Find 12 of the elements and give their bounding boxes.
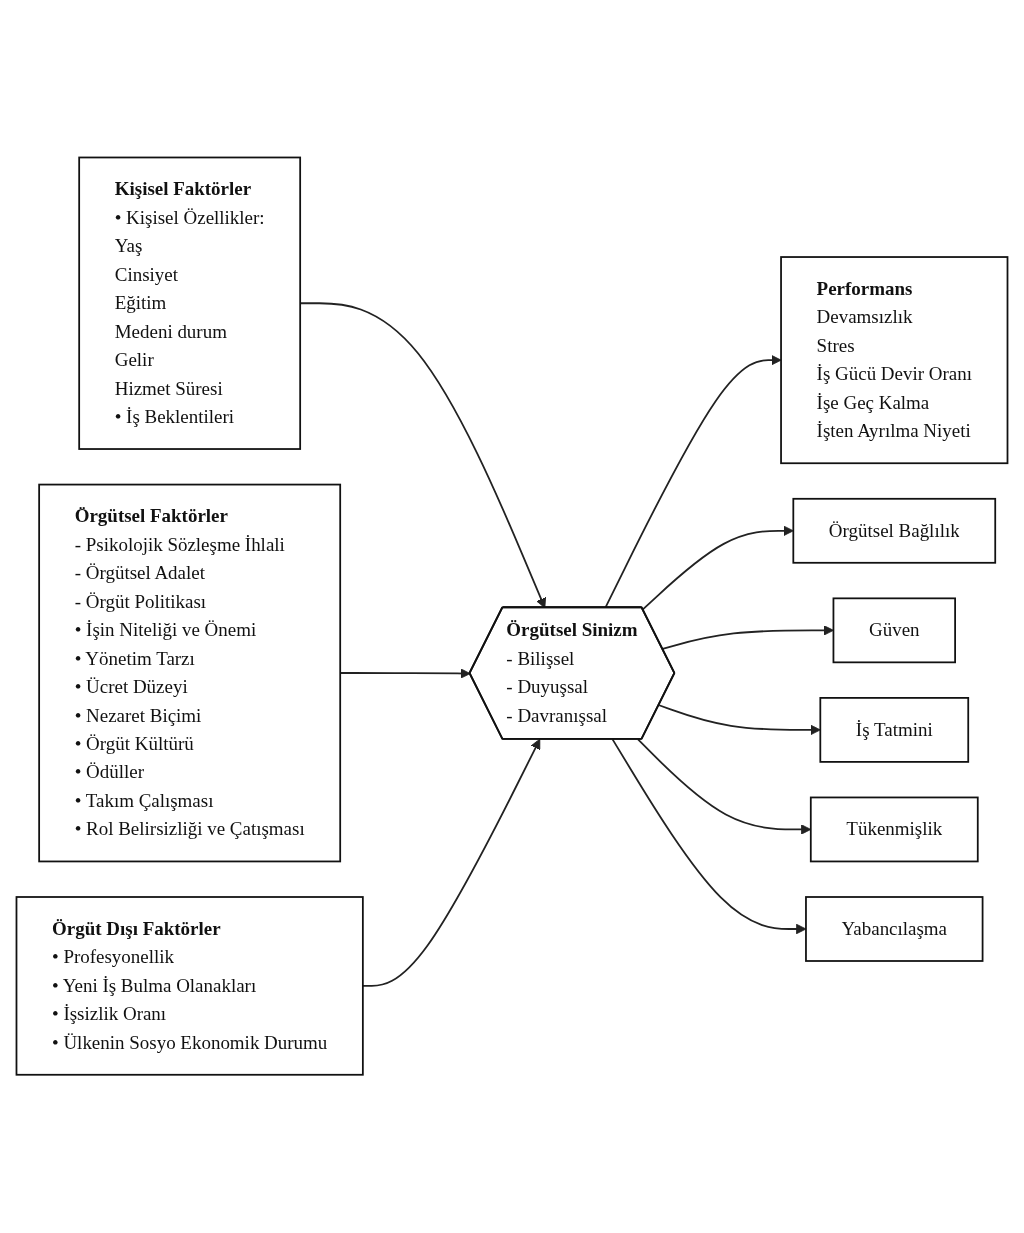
node-box: Performans Devamsızlık Stres İş Gücü Devir Oranı İşe Geç Kalma İşten Ayrılma Niyeti	[780, 256, 1009, 465]
node-box: İş Tatmini	[819, 697, 970, 764]
arrow	[642, 525, 794, 611]
node-box: Güven	[832, 597, 956, 664]
node-box: Tükenmişlik	[809, 796, 979, 863]
arrow	[658, 704, 821, 736]
node-box: Örgütsel Faktörler - Psikolojik Sözleşme İhlali - Örgütsel Adalet - Örgüt Politikası • İşin Niteliği ve Önemi • Yönetim Tarzı • Ücret Düzeyi • Nezaret Biçimi • Örgüt Kültürü • Ödüller • Takım Çalışması • Rol Belirsizliği ve Çatışması	[38, 484, 342, 863]
arrow	[661, 625, 834, 651]
node-box: Örgüt Dışı Faktörler • Profesyonellik • Yeni İş Bulma Olanakları • İşsizlik Oranı • Ülkenin Sosyo Ekonomik Durumu	[15, 896, 364, 1077]
node-box: Örgütsel Bağlılık	[792, 498, 997, 565]
node-box: Yabancılaşma	[805, 896, 984, 963]
node-box: Kişisel Faktörler • Kişisel Özellikler: Yaş Cinsiyet Eğitim Medeni durum Gelir Hizmet Süresi • İş Beklentileri	[78, 156, 302, 451]
